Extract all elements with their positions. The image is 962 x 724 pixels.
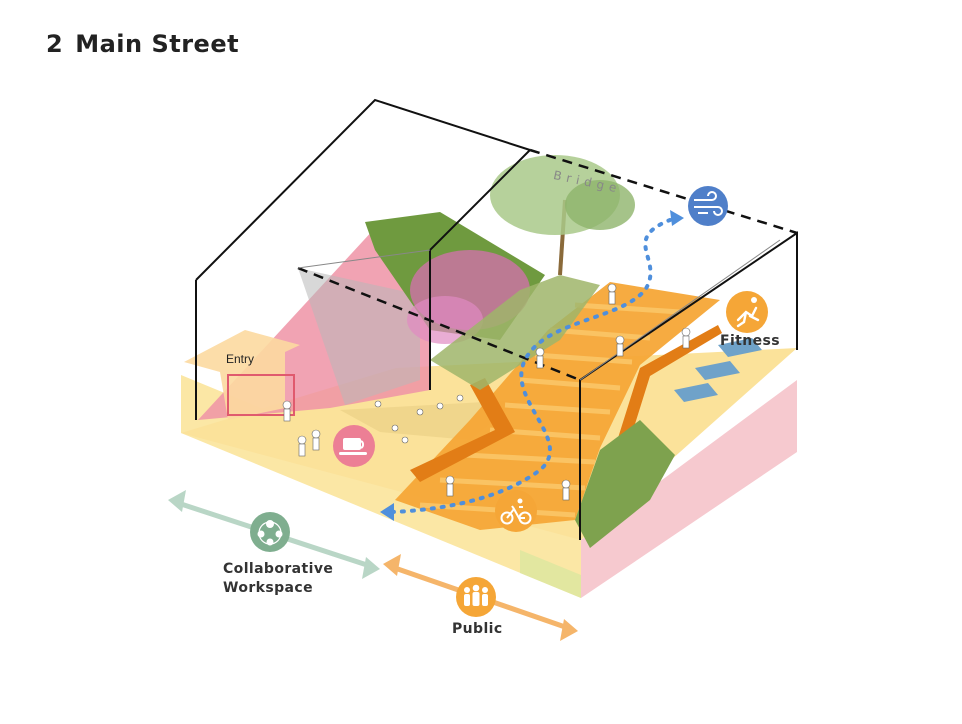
fitness-label: Fitness <box>720 333 780 349</box>
path-arrow-start <box>380 503 394 521</box>
base-front-right <box>581 380 797 598</box>
group-icon <box>250 512 290 552</box>
ping-pong-tables <box>674 338 762 402</box>
grey-wall <box>298 268 420 405</box>
people-icon <box>456 577 496 617</box>
collab-label-line1: Collaborative <box>223 561 334 577</box>
entry-label: Entry <box>226 352 255 366</box>
circulation-path <box>390 218 672 514</box>
title-number: 2 <box>46 30 64 58</box>
bench-upper <box>618 325 722 440</box>
collaborative-workspace-label: Collaborative Workspace <box>223 560 333 598</box>
grass-strip <box>430 275 600 390</box>
pink-shrubs-2 <box>407 296 483 344</box>
title-text: Main Street <box>75 30 240 58</box>
entry-door <box>227 374 295 416</box>
wind-icon <box>688 186 728 226</box>
tree <box>490 155 635 276</box>
path-arrow-end <box>670 210 684 226</box>
bicycle-icon <box>495 490 537 532</box>
collab-label-line2: Workspace <box>223 580 313 596</box>
bench-lower <box>410 378 515 482</box>
planter-right <box>575 420 675 548</box>
people-figures <box>282 283 691 501</box>
glass-box-thin <box>297 239 781 381</box>
public-label: Public <box>452 621 503 637</box>
page-title: 2 Main Street <box>46 30 239 58</box>
base-front-green <box>520 550 581 598</box>
glass-box-frame <box>195 98 798 540</box>
glass-box-dashed <box>297 148 798 382</box>
runner-icon <box>726 291 768 333</box>
coffee-cup-icon <box>333 425 375 467</box>
